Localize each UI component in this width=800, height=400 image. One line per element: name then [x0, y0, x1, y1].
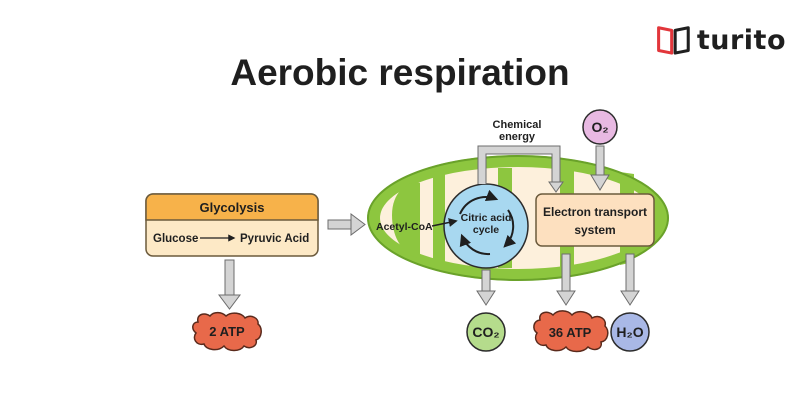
co2-circle: CO₂ — [466, 312, 506, 352]
citric-acid-cycle: Citric acid cycle — [443, 183, 529, 269]
water-down-arrow — [620, 253, 640, 306]
page-title: Aerobic respiration — [230, 52, 570, 93]
chemical-energy-line1: Chemical — [493, 119, 542, 131]
etc-label-line2: system — [574, 223, 615, 237]
oxygen-circle: O₂ — [582, 109, 618, 145]
pyruvic-acid-label: Pyruvic Acid — [240, 233, 309, 245]
atp-label-small: 2 ATP — [209, 324, 245, 339]
glycolysis-down-arrow — [218, 259, 241, 310]
co2-down-arrow — [476, 269, 496, 306]
brand-name: turito — [696, 24, 786, 56]
glycolysis-right-arrow — [327, 213, 366, 236]
atp-blob-large: 36 ATP — [533, 310, 609, 353]
oxygen-label: O₂ — [591, 119, 608, 135]
acetyl-coa-arrow — [431, 218, 458, 227]
acetyl-coa-label: Acetyl-CoA — [376, 221, 433, 233]
water-label: H₂O — [616, 324, 643, 340]
chemical-energy-arrow — [477, 145, 564, 193]
citric-cycle-label-line2: cycle — [473, 224, 499, 236]
oxygen-down-arrow — [590, 145, 610, 191]
chemical-energy-line2: energy — [499, 131, 536, 143]
water-circle: H₂O — [610, 312, 650, 352]
glucose-label: Glucose — [153, 233, 198, 245]
etc-label-line1: Electron transport — [543, 205, 647, 219]
electron-transport-box: Electron transport system — [535, 193, 655, 247]
atp-blob-small: 2 ATP — [192, 311, 262, 352]
citric-cycle-label-line1: Citric acid — [461, 212, 512, 224]
glycolysis-box: Glycolysis Glucose Pyruvic Acid — [145, 193, 319, 257]
co2-label: CO₂ — [472, 324, 499, 340]
atp-label-large: 36 ATP — [549, 325, 592, 340]
glycolysis-header: Glycolysis — [199, 200, 264, 215]
atp-down-arrow — [556, 253, 576, 306]
book-icon — [657, 26, 690, 55]
brand-logo: turito — [656, 20, 786, 60]
